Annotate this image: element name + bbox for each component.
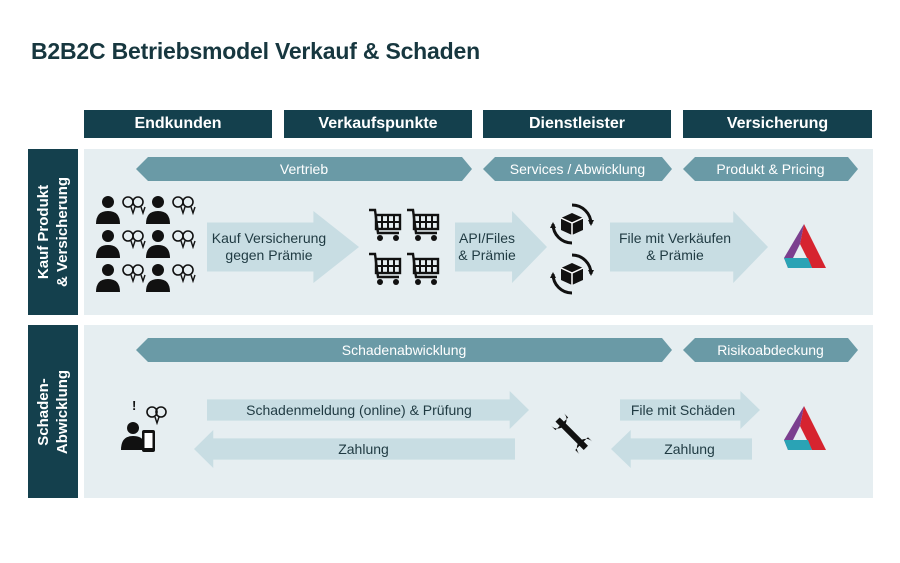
- page-title: B2B2C Betriebsmodel Verkauf & Schaden: [31, 38, 480, 64]
- shopping-cart-icon: [368, 251, 402, 287]
- row-label-kauf: Kauf Produkt& Versicherung: [28, 149, 78, 315]
- column-header-verkaufspunkte: Verkaufspunkte: [284, 110, 472, 138]
- band-vertrieb: Vertrieb: [136, 157, 472, 181]
- mobile-user-icon: [120, 404, 170, 456]
- insurer-logo-icon: [782, 222, 828, 270]
- shopping-cart-icon: [406, 207, 440, 243]
- customer-icon: [146, 195, 198, 225]
- shopping-cart-icon: [406, 251, 440, 287]
- row-label-schaden: Schaden-Abwicklung: [28, 325, 78, 498]
- column-header-dienstleister: Dienstleister: [483, 110, 671, 138]
- band-schadenabwicklung: Schadenabwicklung: [136, 338, 672, 362]
- exclamation-mark: !: [132, 398, 137, 413]
- customer-icon: [96, 229, 148, 259]
- row-label-schaden-text: Schaden-Abwicklung: [35, 369, 71, 454]
- arrow-zahlung-right-label: Zahlung: [664, 440, 715, 457]
- arrow-api-files: API/Files& Prämie: [455, 211, 547, 283]
- band-services: Services / Abwicklung: [483, 157, 672, 181]
- column-header-endkunden: Endkunden: [84, 110, 272, 138]
- service-box-icon: [549, 251, 595, 297]
- band-risiko: Risikoabdeckung: [683, 338, 858, 362]
- customer-icon: [96, 195, 148, 225]
- service-box-icon: [549, 201, 595, 247]
- arrow-file-verkaeufen: File mit Verkäufen& Prämie: [610, 211, 768, 283]
- column-header-versicherung: Versicherung: [683, 110, 872, 138]
- arrow-file-schaeden-label: File mit Schäden: [630, 401, 736, 418]
- insurer-logo-icon: [782, 404, 828, 452]
- customer-icon: [96, 263, 148, 293]
- arrow-schadenmeldung-label: Schadenmeldung (online) & Prüfung: [246, 401, 472, 418]
- band-produkt: Produkt & Pricing: [683, 157, 858, 181]
- customer-icon: [146, 263, 198, 293]
- arrow-api-files-label: API/Files& Prämie: [458, 230, 516, 263]
- arrow-file-verkaeufen-label: File mit Verkäufen& Prämie: [618, 230, 732, 263]
- wrench-icon: [548, 410, 594, 456]
- customer-icon: [146, 229, 198, 259]
- shopping-cart-icon: [368, 207, 402, 243]
- row-label-kauf-text: Kauf Produkt& Versicherung: [35, 176, 71, 288]
- arrow-zahlung-left-label: Zahlung: [338, 440, 389, 457]
